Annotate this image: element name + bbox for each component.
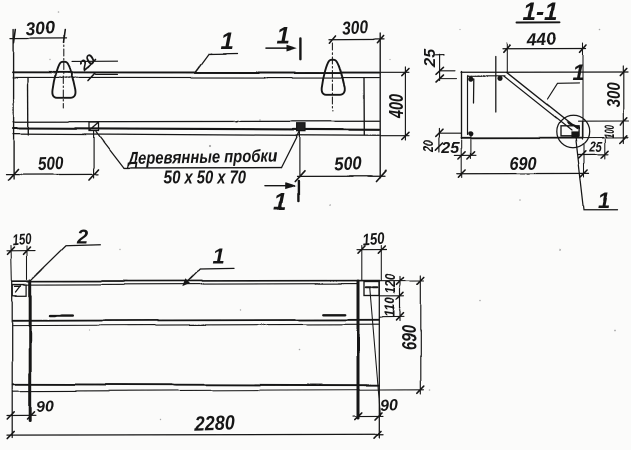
svg-text:690: 690 xyxy=(510,154,537,174)
svg-text:300: 300 xyxy=(25,16,56,39)
svg-text:1: 1 xyxy=(274,189,287,216)
svg-text:2280: 2280 xyxy=(193,411,235,435)
svg-text:1-1: 1-1 xyxy=(523,0,558,26)
svg-text:25: 25 xyxy=(441,140,461,157)
svg-text:1: 1 xyxy=(277,23,290,50)
svg-text:690: 690 xyxy=(399,325,421,350)
svg-text:20: 20 xyxy=(421,140,438,153)
svg-text:Деревянные пробки: Деревянные пробки xyxy=(126,145,277,168)
svg-text:1: 1 xyxy=(212,244,224,269)
svg-text:25: 25 xyxy=(422,48,439,68)
svg-text:440: 440 xyxy=(526,28,557,50)
svg-text:400: 400 xyxy=(386,94,408,119)
svg-text:50 x 50 x 70: 50 x 50 x 70 xyxy=(164,168,246,188)
svg-text:150: 150 xyxy=(362,230,386,250)
svg-text:1: 1 xyxy=(598,189,610,214)
svg-text:500: 500 xyxy=(333,153,363,175)
svg-text:2: 2 xyxy=(76,227,88,249)
svg-text:90: 90 xyxy=(36,398,55,416)
svg-text:25: 25 xyxy=(589,139,603,156)
svg-text:1: 1 xyxy=(220,28,233,55)
svg-text:500: 500 xyxy=(37,152,64,174)
svg-text:150: 150 xyxy=(12,231,33,250)
svg-text:300: 300 xyxy=(342,16,370,39)
svg-text:90: 90 xyxy=(380,397,399,415)
svg-text:110: 110 xyxy=(383,297,399,317)
svg-text:300: 300 xyxy=(604,82,624,107)
svg-text:120: 120 xyxy=(383,274,399,294)
svg-text:100: 100 xyxy=(601,125,617,138)
svg-text:1: 1 xyxy=(572,60,584,85)
